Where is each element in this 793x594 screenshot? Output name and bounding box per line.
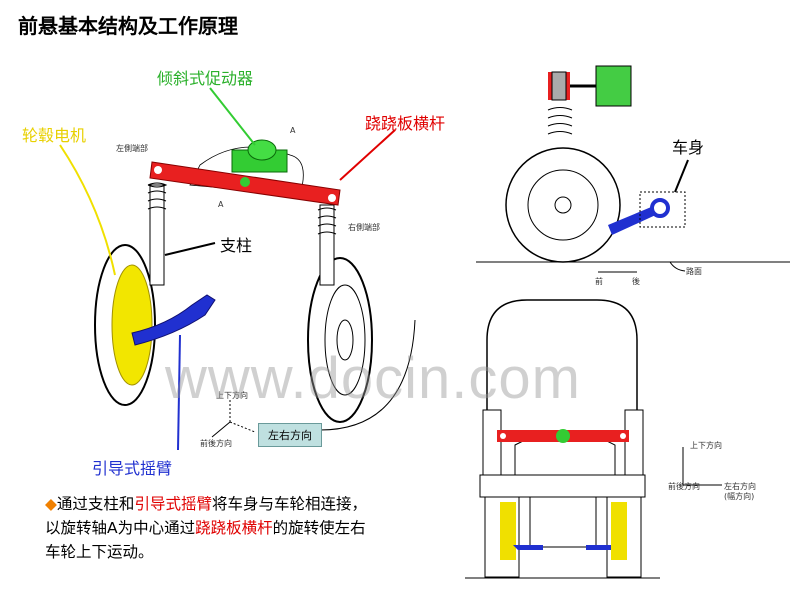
width-direction-label: (幅方向) (724, 492, 755, 501)
right-end-label: 右側端部 (348, 223, 380, 232)
axis-a-top-label: A (290, 126, 296, 135)
front-hub-motor-left (500, 502, 516, 560)
description-paragraph: ◆通过支柱和引导式摇臂将车身与车轮相连接，以旋转轴A为中心通过跷跷板横杆的旋转使… (45, 492, 375, 564)
rear-label: 後 (632, 277, 640, 286)
axis-a-bottom-label: A (218, 200, 224, 209)
left-strut (149, 184, 165, 286)
para-text-2: 将车身与车轮相连接，以旋转轴A为中心通过 (45, 495, 367, 537)
guide-arm-shape (131, 294, 216, 346)
actuator-label: 倾斜式促动器 (157, 69, 254, 88)
left-up-down-label: 上下方向 (216, 391, 248, 400)
front-label: 前 (595, 277, 603, 286)
guide-arm-label: 引导式摇臂 (92, 459, 173, 478)
watermark: www.docin.com (165, 346, 581, 411)
right-strut (319, 204, 335, 286)
para-text-1: 通过支柱和 (56, 495, 135, 513)
page-title: 前悬基本结构及工作原理 (18, 14, 238, 38)
front-front-back-label: 前後方向 (668, 482, 700, 491)
left-right-direction-box: 左右方向 (258, 423, 322, 447)
front-left-right-label: 左右方向 (724, 482, 756, 491)
hub-motor-label: 轮毂电机 (22, 126, 87, 145)
right-wheel (307, 257, 373, 423)
road-label: 路面 (686, 267, 702, 276)
para-seesaw-bar: 跷跷板横杆 (195, 519, 273, 537)
left-front-back-label: 前後方向 (200, 439, 232, 448)
hub-motor (111, 264, 153, 386)
front-hub-motor-right (611, 502, 627, 560)
para-text-3: 的旋转使左右车轮上下运动。 (45, 519, 366, 561)
side-view-diagram (476, 65, 790, 273)
front-up-down-label: 上下方向 (690, 441, 722, 450)
para-guide-arm: 引导式摇臂 (134, 495, 212, 513)
body-label: 车身 (672, 138, 705, 157)
strut-label: 支柱 (220, 236, 253, 255)
seesaw-bar-label: 跷跷板横杆 (365, 114, 446, 133)
left-suspension-diagram (59, 87, 416, 451)
bullet-icon: ◆ (45, 495, 57, 513)
front-view-diagram (465, 299, 722, 579)
left-end-label: 左側端部 (116, 144, 148, 153)
